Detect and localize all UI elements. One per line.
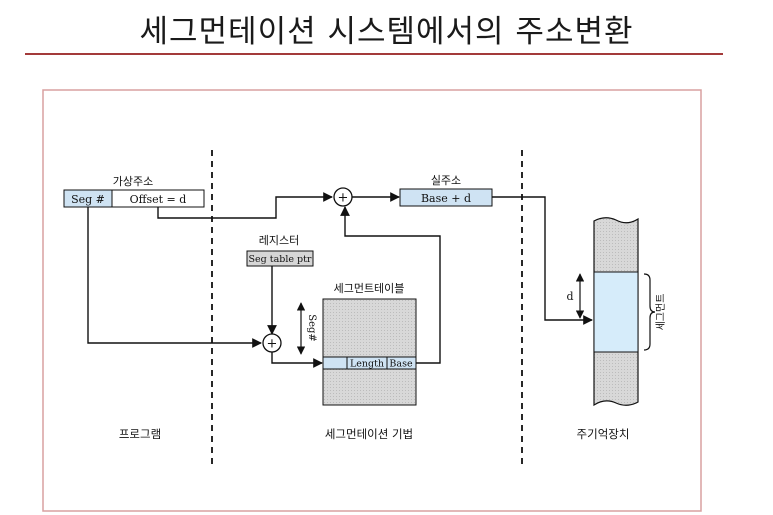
section-memory: 주기억장치	[577, 427, 630, 441]
adder-to-table-arrow	[271, 352, 323, 368]
section-mechanism: 세그먼테이션 기법	[325, 427, 413, 441]
seg-table-ptr-text: Seg table ptr	[249, 254, 312, 265]
segment-label: 세그먼트	[655, 294, 667, 331]
real-to-memory-arrow	[492, 196, 593, 325]
seg-table	[322, 298, 417, 406]
top-adder-symbol: +	[338, 191, 349, 206]
length-text: Length	[350, 359, 384, 370]
slide-title: 세그먼테이션 시스템에서의 주소변환	[139, 14, 634, 50]
lower-adder-symbol: +	[267, 337, 278, 352]
register-label: 레지스터	[259, 234, 299, 247]
title-rule	[25, 53, 723, 55]
offset-arrow	[157, 192, 333, 219]
real-address-text: Base + d	[421, 192, 471, 205]
offset-text: Offset = d	[130, 193, 187, 206]
seg-table-ptr-box	[246, 250, 314, 267]
seg-index-label: Seg#	[306, 314, 317, 342]
seg-table-label: 세그먼트테이블	[334, 282, 405, 295]
segment-bracket	[643, 273, 656, 351]
virtual-address-label: 가상주소	[113, 175, 153, 188]
section-program: 프로그램	[119, 427, 161, 441]
segment-block	[593, 271, 639, 353]
base-arrow	[340, 206, 441, 364]
seg-num-arrow	[87, 207, 262, 348]
real-address-label: 실주소	[431, 174, 461, 187]
base-text: Base	[389, 359, 413, 370]
d-label: d	[566, 290, 573, 303]
seg-num-text: Seg #	[71, 193, 105, 206]
